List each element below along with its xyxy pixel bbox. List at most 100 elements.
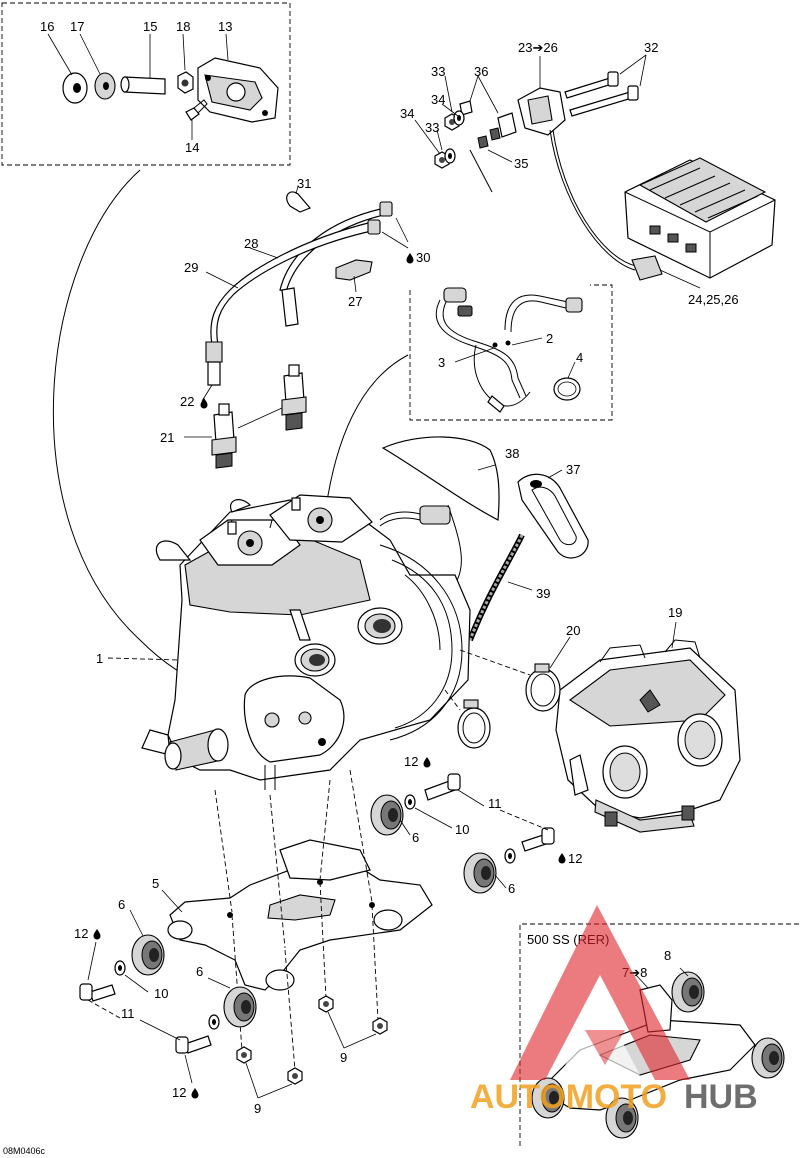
callout-17: 17: [70, 19, 84, 34]
carburetor-part-19[interactable]: [555, 639, 741, 833]
callout-14: 14: [185, 140, 199, 155]
callout-39: 39: [536, 586, 550, 601]
ignition-coil-assembly: 23➔26 32 33 36 34 34 33 35 24,25,26: [400, 40, 776, 307]
ignition-wires-assembly: 31 28 29 30 27 22 21: [160, 176, 430, 469]
nut-part-9a[interactable]: [236, 1046, 252, 1064]
spacer-part-36[interactable]: [459, 100, 517, 138]
clamp-part-20a[interactable]: [525, 663, 561, 712]
rubber-mount-part-8a[interactable]: [671, 971, 705, 1013]
washer-part-10b[interactable]: [504, 848, 516, 864]
callout-9b: 9: [340, 1050, 347, 1065]
spark-plug-wire-part-35[interactable]: [469, 127, 501, 193]
callout-31: 31: [297, 176, 311, 191]
callout-10a: 10: [455, 822, 469, 837]
droplet-icon: [423, 757, 431, 768]
callout-12c: 12: [74, 926, 88, 941]
nut-part-18[interactable]: [177, 71, 194, 94]
spark-plug-wire-part-28[interactable]: [279, 201, 393, 327]
callout-37: 37: [566, 462, 580, 477]
washer-part-17[interactable]: [94, 72, 116, 100]
washer-part-10d[interactable]: [208, 1014, 220, 1030]
callout-15: 15: [143, 19, 157, 34]
callout-33b: 33: [425, 120, 439, 135]
callout-30: 30: [416, 250, 430, 265]
washer-part-10a[interactable]: [404, 794, 416, 810]
connector-plug: [631, 255, 663, 281]
intake-flange-bottom: [294, 643, 336, 677]
callout-10b: 10: [154, 986, 168, 1001]
callout-1: 1: [96, 651, 103, 666]
heat-shield-part-38[interactable]: [381, 436, 500, 521]
callout-4: 4: [576, 350, 583, 365]
crankshaft-end: [164, 728, 229, 771]
bolt-part-11d[interactable]: [175, 1035, 212, 1054]
spark-plug-part-21b[interactable]: [281, 364, 307, 431]
nut-part-9d[interactable]: [372, 1017, 388, 1035]
rubber-mount-part-6b[interactable]: [463, 852, 497, 894]
bolt-part-32a[interactable]: [564, 71, 619, 99]
nut-part-9b[interactable]: [287, 1067, 303, 1085]
cylinder-head-1: [199, 519, 301, 566]
figure-code: 08M0406c: [3, 1146, 46, 1156]
callout-22: 22: [180, 394, 194, 409]
rubber-mount-part-8b[interactable]: [751, 1037, 785, 1079]
rewind-starter-handle-part-37[interactable]: [517, 473, 589, 559]
watermark-logo: AUTOMOTO HUB: [470, 905, 758, 1116]
ignition-coil-part-23[interactable]: [517, 87, 566, 136]
rubber-mount-part-6c[interactable]: [131, 934, 165, 976]
spark-plug-wire-part-29[interactable]: [205, 219, 381, 386]
rubber-mount-part-6d[interactable]: [223, 986, 257, 1028]
clamp-part-31[interactable]: [286, 191, 312, 213]
connector-part-27[interactable]: [335, 259, 373, 281]
callout-34b: 34: [400, 106, 414, 121]
callout-24-25-26: 24,25,26: [688, 292, 739, 307]
clamp-part-20b[interactable]: [457, 699, 491, 749]
engine-part-1[interactable]: [141, 494, 471, 790]
control-module-part-24[interactable]: [624, 157, 776, 279]
intake-flange-top: [357, 607, 403, 645]
callout-12a: 12: [404, 754, 418, 769]
callout-2: 2: [546, 331, 553, 346]
rope-part-39[interactable]: [467, 533, 525, 642]
detail-box-harness: 2 3 4: [409, 284, 613, 421]
callout-12d: 12: [172, 1085, 186, 1100]
callout-21: 21: [160, 430, 174, 445]
washer-part-10c[interactable]: [114, 960, 126, 976]
callout-23-26: 23➔26: [518, 40, 558, 55]
callout-35: 35: [514, 156, 528, 171]
watermark-text-left: AUTOMOTO: [470, 1078, 667, 1116]
magneto-cover: [243, 675, 345, 763]
bracket-part-13[interactable]: [197, 57, 279, 123]
bolt-part-14[interactable]: [185, 99, 208, 121]
bolt-part-32b[interactable]: [569, 85, 639, 117]
spark-plug-part-21a[interactable]: [211, 403, 237, 469]
callout-34a: 34: [431, 92, 445, 107]
callout-5: 5: [152, 876, 159, 891]
callout-6d: 6: [196, 964, 203, 979]
engine-mount-part-5[interactable]: [167, 839, 433, 991]
callout-6c: 6: [118, 897, 125, 912]
callout-32: 32: [644, 40, 658, 55]
droplet-icon: [200, 398, 208, 409]
washer-part-16[interactable]: [62, 72, 88, 104]
droplet-icon: [93, 929, 101, 940]
bolt-part-11a[interactable]: [424, 773, 461, 801]
rubber-mount-part-6a[interactable]: [370, 794, 404, 836]
callout-20: 20: [566, 623, 580, 638]
harness-part-2-3[interactable]: [435, 287, 583, 413]
clamp-part-4[interactable]: [553, 377, 581, 401]
callout-19: 19: [668, 605, 682, 620]
callout-36: 36: [474, 64, 488, 79]
callout-28: 28: [244, 236, 258, 251]
callout-11a: 11: [488, 796, 502, 811]
nut-part-9c[interactable]: [318, 995, 334, 1013]
stud-part-15[interactable]: [120, 76, 166, 95]
watermark-text-right: HUB: [684, 1078, 758, 1116]
bolt-part-11b[interactable]: [521, 827, 555, 852]
callout-9a: 9: [254, 1101, 261, 1116]
bolt-part-11c[interactable]: [79, 983, 116, 1002]
callout-11b: 11: [121, 1006, 135, 1021]
callout-6a: 6: [412, 830, 419, 845]
callout-3: 3: [438, 355, 445, 370]
